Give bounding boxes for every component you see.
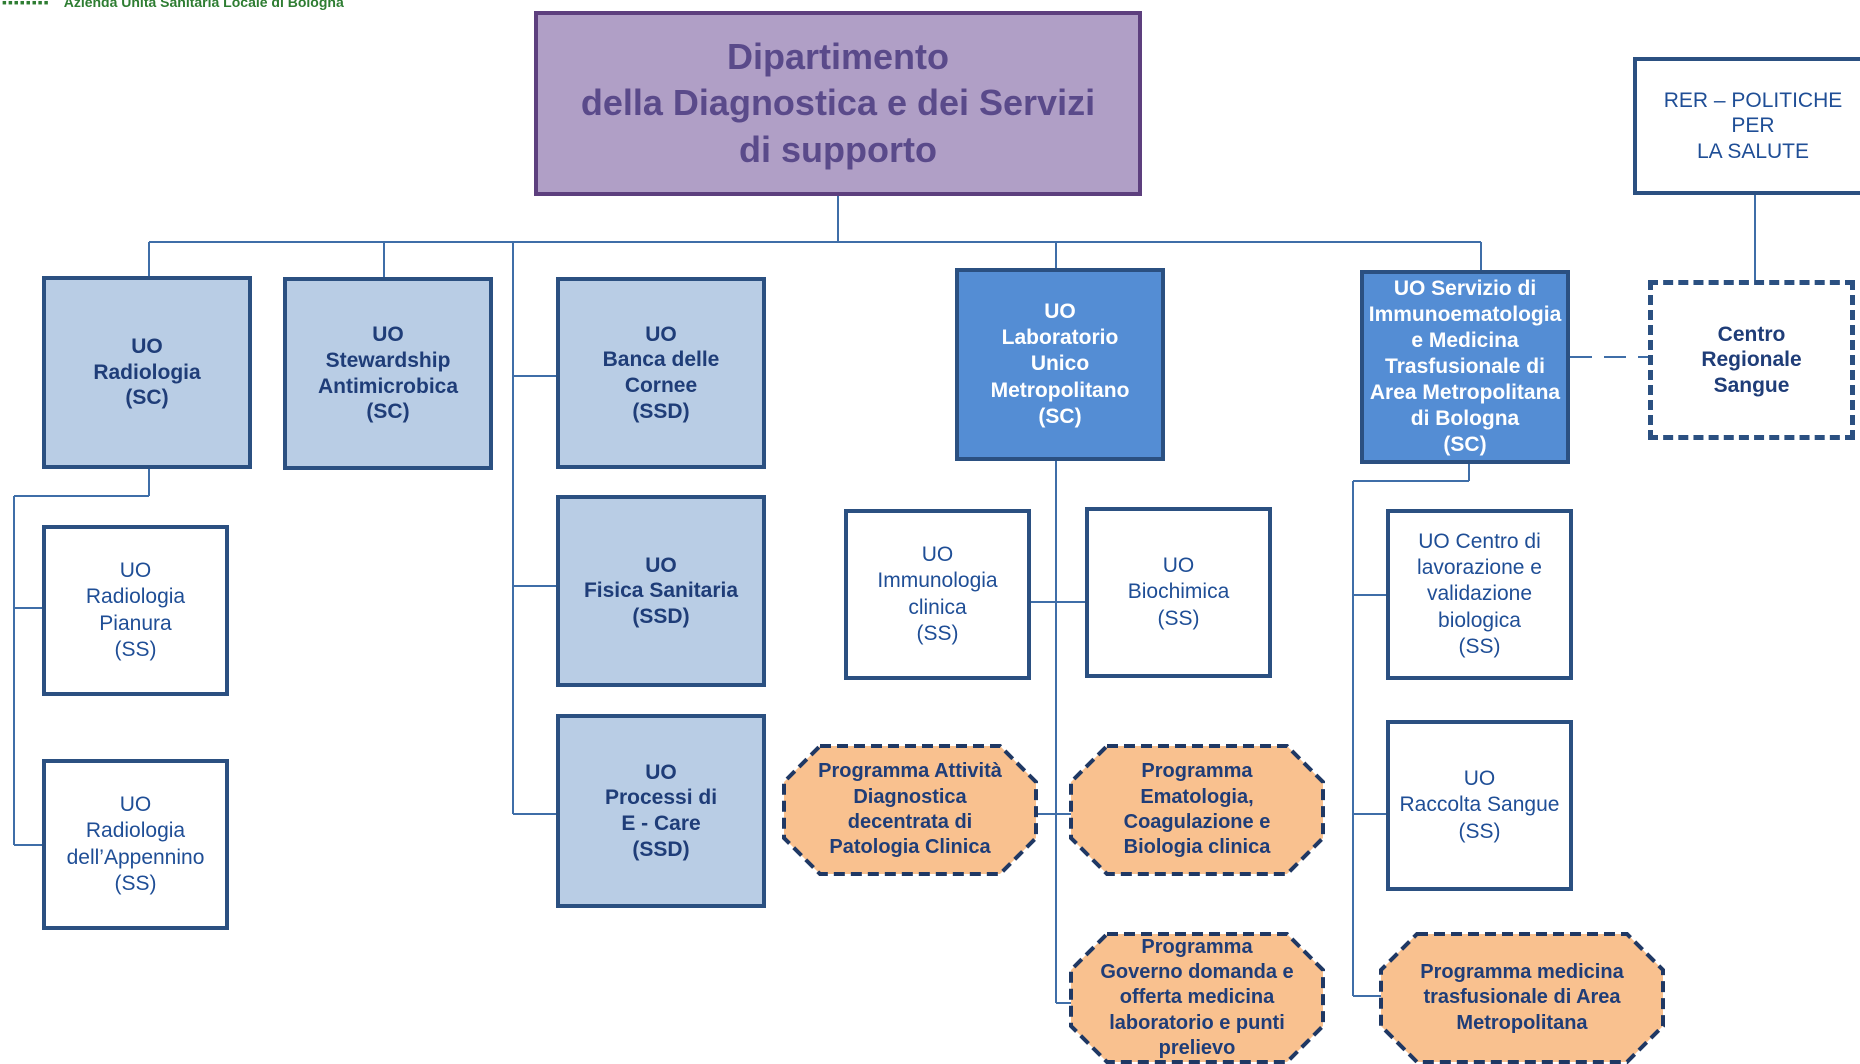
rer-politiche-salute-box: RER – POLITICHE PER LA SALUTE [1633,57,1860,195]
centro-regionale-sangue-box: Centro Regionale Sangue [1648,280,1855,440]
header-logo: ▪▪▪▪▪▪▪▪ Azienda Unità Sanitaria Locale … [2,0,344,10]
subunit-radiologia-pianura-label: UO Radiologia Pianura (SS) [85,559,186,661]
subunit-centro-lavorazione-label: UO Centro di lavorazione e validazione b… [1417,530,1542,658]
program-governo-domanda-label: Programma Governo domanda e offerta medi… [1100,935,1294,1060]
program-governo-domanda-shape [1069,932,1325,1064]
subunit-biochimica: UO Biochimica (SS) [1085,507,1272,678]
program-medicina-trasfusionale: Programma medicina trasfusionale di Area… [1379,932,1665,1064]
unit-processi-ecare: UO Processi di E - Care (SSD) [556,714,766,908]
unit-immunoematologia: UO Servizio di Immunoematologia e Medici… [1360,270,1570,464]
subunit-radiologia-pianura: UO Radiologia Pianura (SS) [42,525,229,696]
program-medicina-trasfusionale-label: Programma medicina trasfusionale di Area… [1420,960,1624,1034]
unit-stewardship: UO Stewardship Antimicrobica (SC) [283,277,493,470]
program-governo-domanda: Programma Governo domanda e offerta medi… [1069,932,1325,1064]
department-box: Dipartimento della Diagnostica e dei Ser… [534,11,1142,196]
crs-label: Centro Regionale Sangue [1701,322,1802,397]
unit-laboratorio-unico: UO Laboratorio Unico Metropolitano (SC) [955,268,1165,461]
unit-banca-cornee-label: UO Banca delle Cornee (SSD) [602,322,720,423]
subunit-biochimica-label: UO Biochimica (SS) [1127,554,1230,630]
subunit-immunologia-clinica-label: UO Immunologia clinica (SS) [877,543,998,645]
rer-label: RER – POLITICHE PER LA SALUTE [1663,89,1843,163]
program-attivita-diagnostica-label: Programma Attività Diagnostica decentrat… [818,760,1002,859]
subunit-immunologia-clinica: UO Immunologia clinica (SS) [844,509,1031,680]
subunit-raccolta-sangue-label: UO Raccolta Sangue (SS) [1399,767,1560,843]
unit-radiologia-label: UO Radiologia (SC) [93,335,201,410]
usl-bologna-logo-mark-icon: ▪▪▪▪▪▪▪▪ [2,0,50,10]
unit-processi-ecare-label: UO Processi di E - Care (SSD) [604,760,718,861]
program-ematologia-label: Programma Ematologia, Coagulazione e Bio… [1123,760,1271,859]
subunit-radiologia-appennino: UO Radiologia dell’Appennino (SS) [42,759,229,930]
subunit-centro-lavorazione: UO Centro di lavorazione e validazione b… [1386,509,1573,680]
unit-banca-cornee: UO Banca delle Cornee (SSD) [556,277,766,469]
program-attivita-diagnostica-shape [782,744,1038,876]
unit-immunoematologia-label: UO Servizio di Immunoematologia e Medici… [1368,276,1562,457]
program-attivita-diagnostica: Programma Attività Diagnostica decentrat… [782,744,1038,876]
unit-fisica-sanitaria: UO Fisica Sanitaria (SSD) [556,495,766,687]
program-ematologia: Programma Ematologia, Coagulazione e Bio… [1069,744,1325,876]
unit-fisica-sanitaria-label: UO Fisica Sanitaria (SSD) [583,553,739,628]
unit-stewardship-label: UO Stewardship Antimicrobica (SC) [317,323,459,424]
program-medicina-trasfusionale-shape [1379,932,1665,1064]
subunit-radiologia-appennino-label: UO Radiologia dell’Appennino (SS) [66,793,205,895]
subunit-raccolta-sangue: UO Raccolta Sangue (SS) [1386,720,1573,891]
department-title: Dipartimento della Diagnostica e dei Ser… [580,36,1096,170]
unit-laboratorio-label: UO Laboratorio Unico Metropolitano (SC) [990,300,1130,428]
unit-radiologia: UO Radiologia (SC) [42,276,252,469]
program-ematologia-shape [1069,744,1325,876]
logo-text: Azienda Unità Sanitaria Locale di Bologn… [63,0,344,10]
